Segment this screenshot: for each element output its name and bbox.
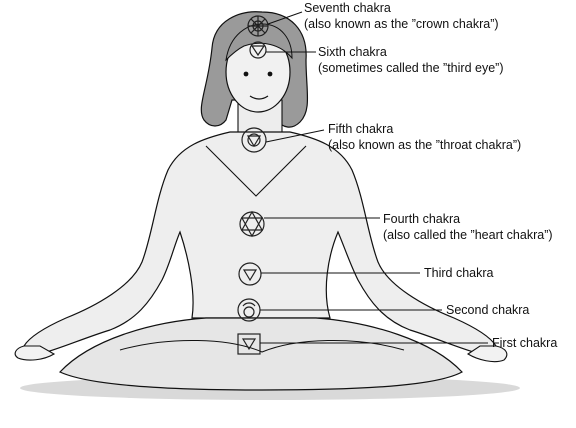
left-hand: [14, 345, 56, 361]
torso: [23, 131, 497, 355]
chakra-symbol-fifth: [241, 127, 267, 153]
label-seventh: Seventh chakra (also known as the ”crown…: [304, 0, 499, 32]
label-seventh-line2: (also known as the ”crown chakra”): [304, 17, 499, 31]
neckline: [205, 145, 307, 197]
chakra-symbol-sixth: [249, 41, 267, 59]
label-first: First chakra: [492, 335, 557, 351]
label-first-line1: First chakra: [492, 336, 558, 350]
label-fourth-line2: (also called the ”heart chakra”): [383, 228, 553, 242]
legs: [58, 317, 463, 391]
label-sixth-line1: Sixth chakra: [318, 45, 387, 59]
right-eye: [267, 71, 273, 77]
label-fifth: Fifth chakra (also known as the ”throat …: [328, 121, 521, 153]
leg-fold: [119, 339, 405, 353]
leader-seventh: [267, 11, 303, 25]
label-second: Second chakra: [446, 302, 529, 318]
label-seventh-line1: Seventh chakra: [304, 1, 391, 15]
chakra-symbol-first: [237, 333, 261, 355]
label-sixth: Sixth chakra (sometimes called the ”thir…: [318, 44, 503, 76]
label-second-line1: Second chakra: [446, 303, 530, 317]
label-fourth-line1: Fourth chakra: [383, 212, 461, 226]
right-hand: [466, 345, 508, 363]
label-sixth-line2: (sometimes called the ”third eye”): [318, 61, 504, 75]
chakra-symbol-fourth: [239, 210, 265, 238]
label-third: Third chakra: [424, 265, 493, 281]
label-fifth-line2: (also known as the ”throat chakra”): [328, 138, 522, 152]
left-eye: [243, 71, 249, 77]
label-third-line1: Third chakra: [424, 266, 494, 280]
label-fifth-line1: Fifth chakra: [328, 122, 394, 136]
chakra-symbol-seventh: [247, 15, 269, 37]
chakra-symbol-third: [238, 262, 262, 286]
label-fourth: Fourth chakra (also called the ”heart ch…: [383, 211, 553, 243]
mouth: [249, 95, 269, 100]
leader-fifth: [265, 129, 325, 143]
